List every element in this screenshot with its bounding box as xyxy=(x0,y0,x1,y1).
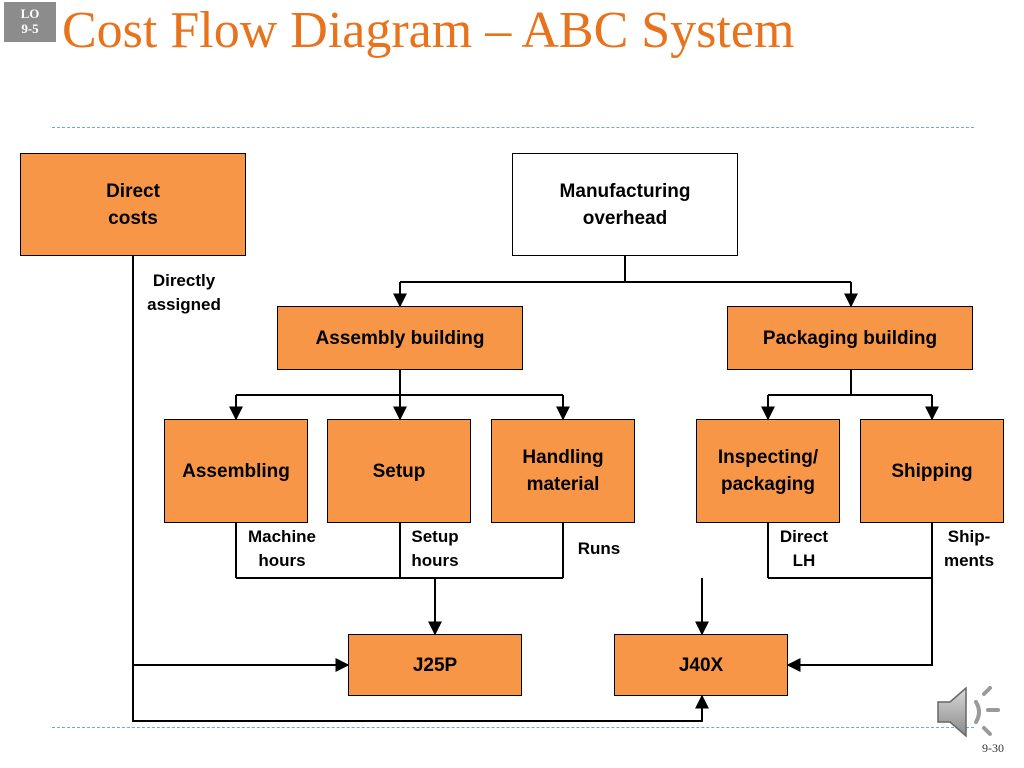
setup-label: Setup xyxy=(372,460,426,482)
lo-label: LO xyxy=(20,6,40,21)
slide-title: Cost Flow Diagram – ABC System xyxy=(62,2,795,59)
j25p-job-box: J25P xyxy=(348,634,522,696)
shipping-to-j40x-arrow xyxy=(786,578,933,672)
direct-costs-label: Direct costs xyxy=(106,180,160,229)
assembling-label: Assembling xyxy=(182,460,290,482)
learning-objective-badge: LO 9-5 xyxy=(4,2,56,42)
runs-label: Runs xyxy=(577,539,621,558)
assembly-building-box: Assembly building xyxy=(277,306,523,370)
j40x-label: J40X xyxy=(678,654,724,676)
speaker-icon[interactable] xyxy=(932,680,1008,744)
setup-hours-label: Setup hours xyxy=(411,527,459,570)
j25p-label: J25P xyxy=(412,654,458,676)
manufacturing-overhead-label: Manufacturing overhead xyxy=(559,180,691,229)
inspecting-packaging-label: Inspecting/ packaging xyxy=(717,447,819,495)
direct-costs-trunk xyxy=(132,256,709,722)
inspecting-packaging-box: Inspecting/ packaging xyxy=(696,419,840,523)
direct-lh-label: Direct LH xyxy=(779,527,829,570)
bottom-divider xyxy=(52,727,974,728)
shipments-label: Ship- ments xyxy=(943,527,995,570)
handling-material-label: Handling material xyxy=(522,447,604,495)
assembling-box: Assembling xyxy=(164,419,308,523)
lo-number: 9-5 xyxy=(21,21,39,36)
assembly-building-label: Assembly building xyxy=(315,327,485,349)
machine-hours-label: Machine hours xyxy=(247,527,317,570)
top-divider xyxy=(52,127,974,128)
page-number: 9-30 xyxy=(982,741,1004,755)
setup-box: Setup xyxy=(327,419,471,523)
packaging-building-box: Packaging building xyxy=(727,306,973,370)
shipping-label: Shipping xyxy=(891,460,973,482)
direct-costs-box: Direct costs xyxy=(20,153,246,256)
manufacturing-overhead-box: Manufacturing overhead xyxy=(512,153,738,256)
packaging-building-label: Packaging building xyxy=(762,327,938,349)
shipping-box: Shipping xyxy=(860,419,1004,523)
j40x-job-box: J40X xyxy=(614,634,788,696)
handling-material-box: Handling material xyxy=(491,419,635,523)
directly-assigned-label: Directly assigned xyxy=(147,271,221,314)
